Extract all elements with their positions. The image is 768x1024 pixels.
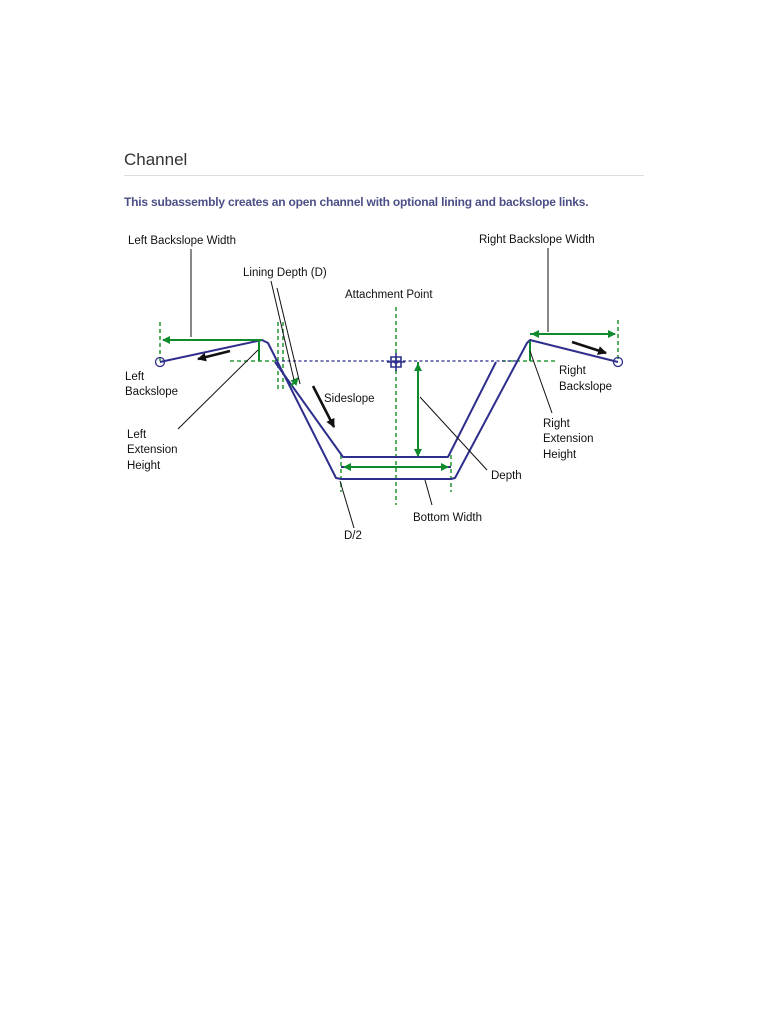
leader-lines [177,248,553,529]
page-title: Channel [124,150,644,176]
label-right-backslope-line1: Right [559,365,587,377]
label-right-extension-line1: Right [543,418,571,430]
label-left-backslope-line1: Left [125,371,145,383]
label-left-backslope-line2: Backslope [125,386,178,398]
page-description: This subassembly creates an open channel… [124,195,589,209]
label-left-extension-line3: Height [127,460,161,472]
label-left-extension-line2: Extension [127,444,178,456]
dimension-lines [162,330,616,471]
label-right-backslope-line2: Backslope [559,381,612,393]
diagram-labels: Left Backslope Width Right Backslope Wid… [125,234,612,542]
label-lining-depth: Lining Depth (D) [243,267,327,279]
label-attachment-point: Attachment Point [345,289,433,301]
label-bottom-width: Bottom Width [413,512,482,524]
label-depth: Depth [491,470,522,482]
slope-arrows [197,340,607,428]
left-outer-point-icon [154,356,166,368]
label-right-extension-line2: Extension [543,433,594,445]
label-right-extension-line3: Height [543,449,577,461]
label-half-depth: D/2 [344,530,362,542]
label-sideslope: Sideslope [324,393,375,405]
label-left-extension-line1: Left [127,429,147,441]
attachment-point-icon [387,353,405,371]
label-left-backslope-width: Left Backslope Width [128,235,236,247]
label-right-backslope-width: Right Backslope Width [479,234,595,246]
right-outer-point-icon [612,356,624,368]
